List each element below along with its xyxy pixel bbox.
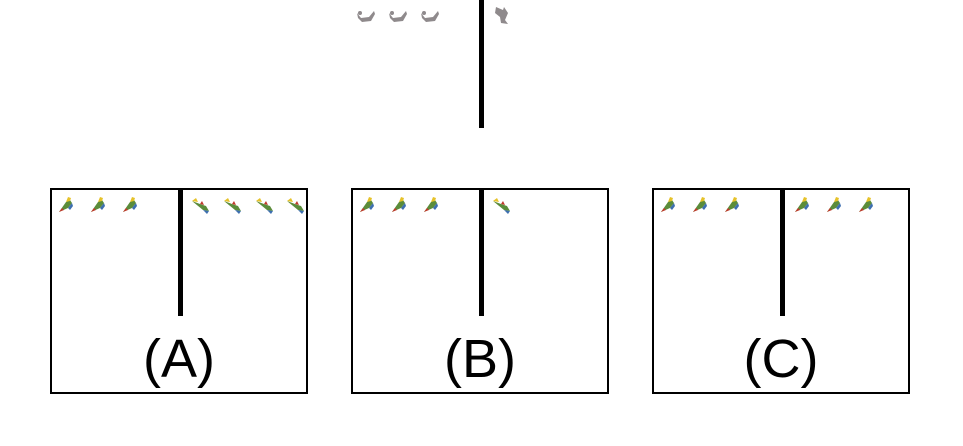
gray-creature-variant-icon xyxy=(492,4,514,26)
panel-divider-line xyxy=(178,190,183,316)
panel-c: (C) xyxy=(652,188,910,394)
colorful-creature-upright-icon xyxy=(389,194,411,216)
colorful-creature-upright-icon xyxy=(856,194,878,216)
gray-creature-icon xyxy=(419,5,441,27)
colorful-creature-upright-icon xyxy=(658,194,680,216)
panel-label: (B) xyxy=(444,329,516,389)
colorful-creature-upright-icon xyxy=(421,194,443,216)
panel-label: (A) xyxy=(143,329,215,389)
panel-a: (A) xyxy=(50,188,308,394)
colorful-creature-upright-icon xyxy=(120,194,142,216)
colorful-creature-leaning-icon xyxy=(222,195,244,217)
colorful-creature-leaning-icon xyxy=(254,195,276,217)
gray-creature-icon xyxy=(387,5,409,27)
colorful-creature-upright-icon xyxy=(56,194,78,216)
colorful-creature-upright-icon xyxy=(88,194,110,216)
colorful-creature-upright-icon xyxy=(357,194,379,216)
gray-creature-icon xyxy=(355,5,377,27)
panel-divider-line xyxy=(479,190,484,316)
top-divider-line xyxy=(479,0,484,128)
panel-divider-line xyxy=(780,190,785,316)
colorful-creature-upright-icon xyxy=(824,194,846,216)
colorful-creature-upright-icon xyxy=(792,194,814,216)
colorful-creature-upright-icon xyxy=(722,194,744,216)
colorful-creature-leaning-icon xyxy=(491,195,513,217)
colorful-creature-leaning-icon xyxy=(190,195,212,217)
colorful-creature-upright-icon xyxy=(690,194,712,216)
panel-b: (B) xyxy=(351,188,609,394)
colorful-creature-leaning-icon xyxy=(285,195,307,217)
panel-label: (C) xyxy=(743,329,819,389)
